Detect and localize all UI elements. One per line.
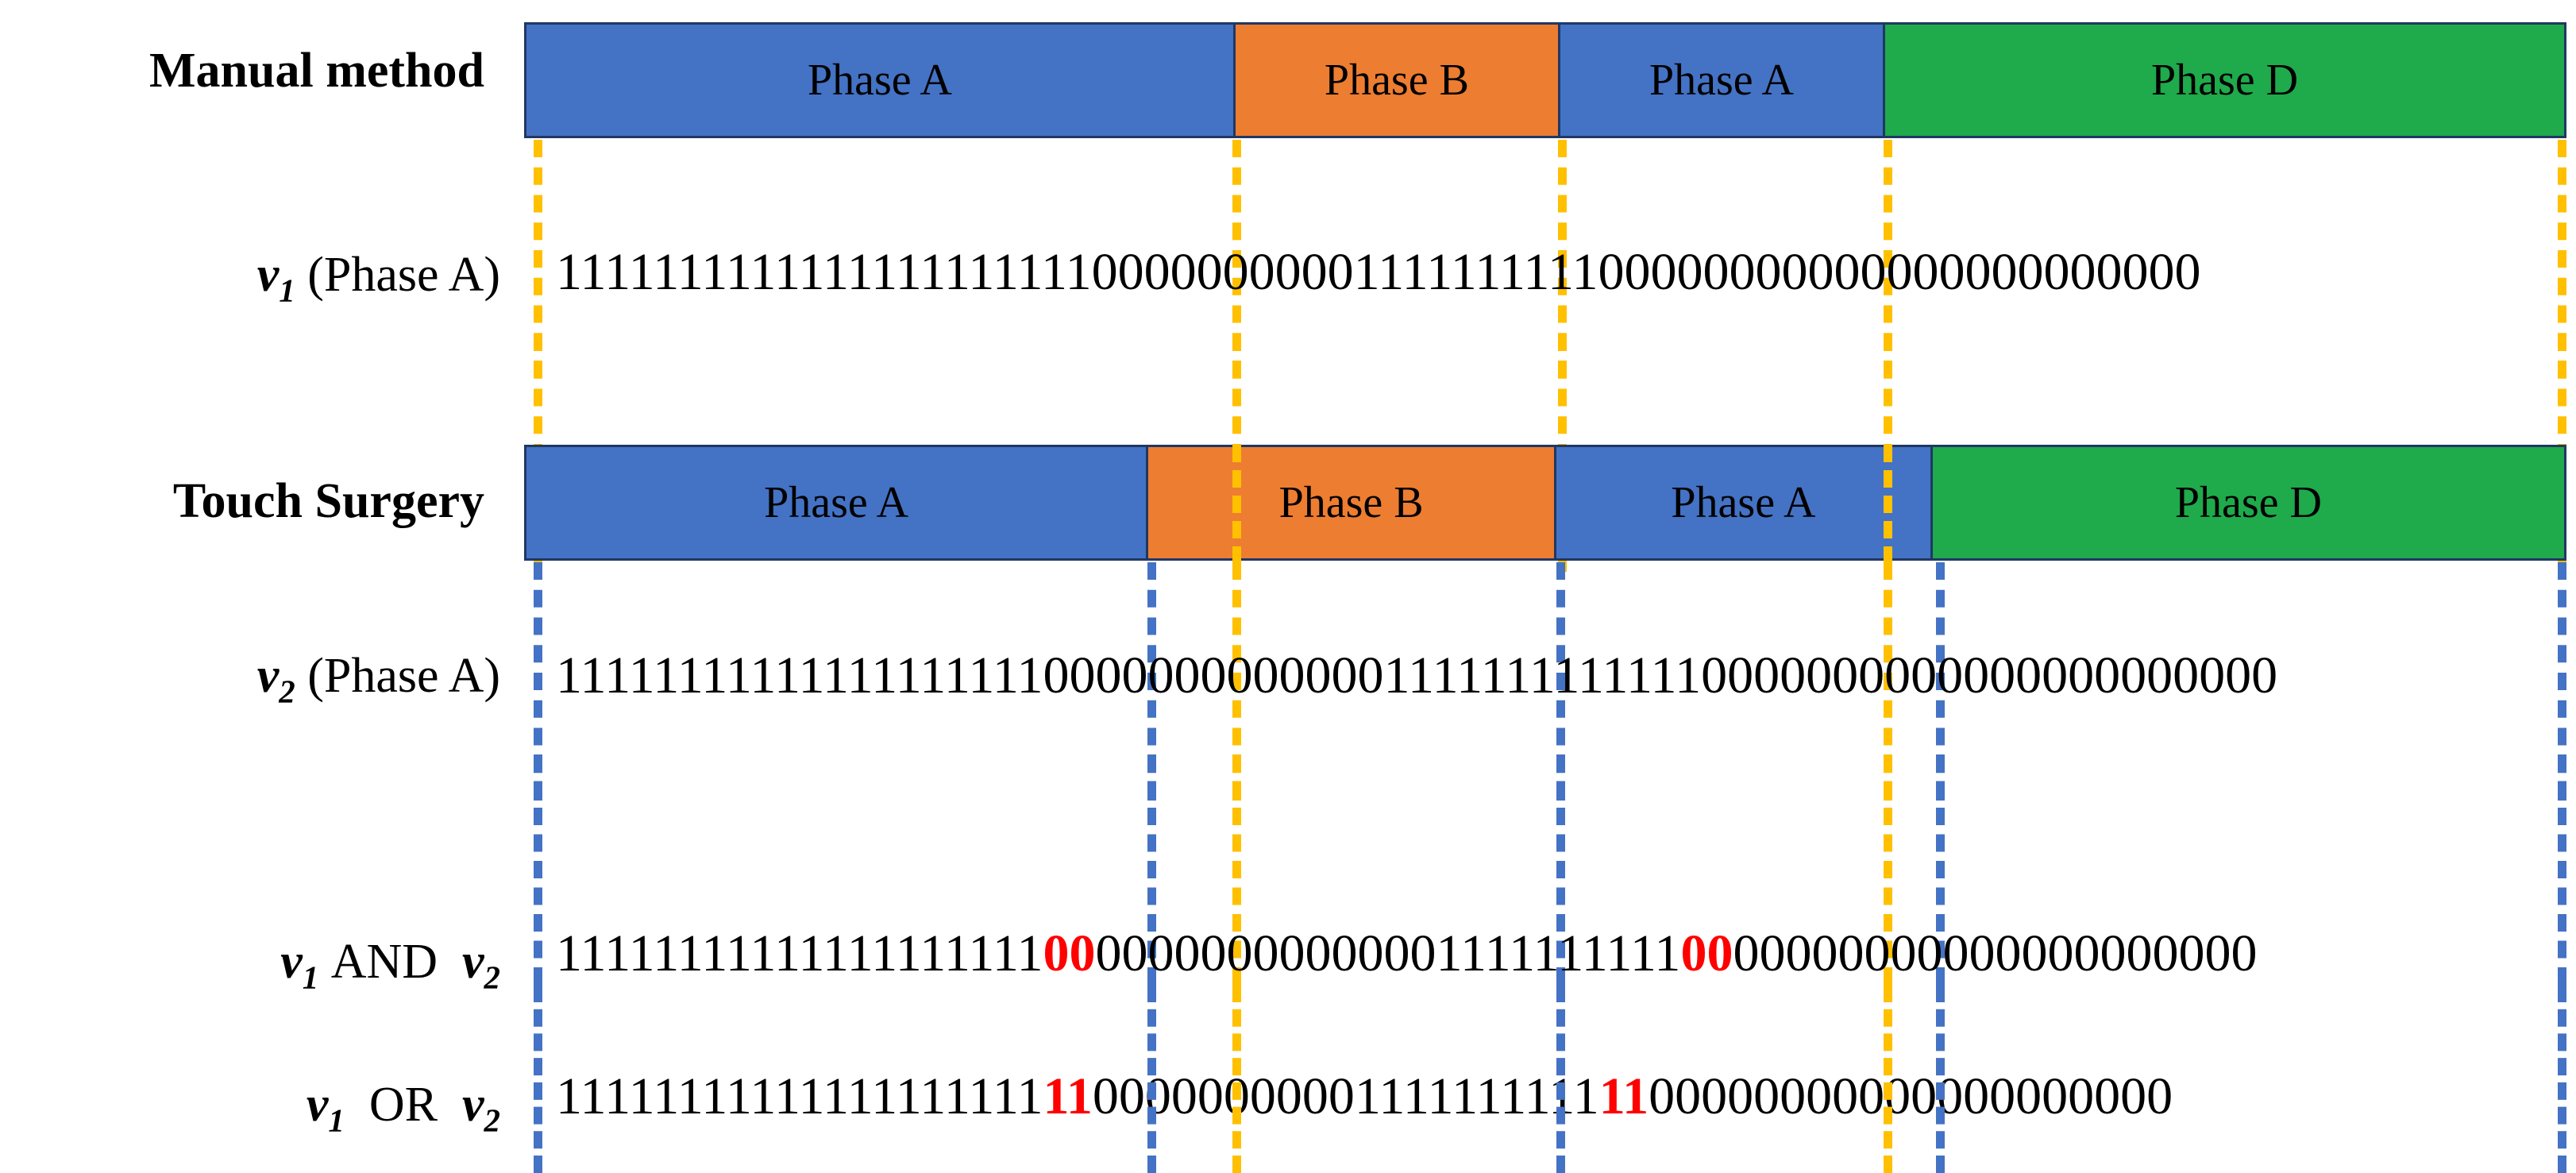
and-bits-part-4-highlighted: 00 (1680, 924, 1733, 982)
v2-label-suffix: (Phase A) (295, 649, 500, 703)
and-variable-2: v (462, 935, 484, 989)
or-bits-part-0: 11111111111111111111 (556, 1067, 1043, 1125)
and-subscript-1: 1 (302, 959, 319, 996)
guide-blue-end-bottom (2558, 985, 2566, 1173)
guide-blue-a-b (1147, 562, 1156, 801)
and-bits-part-0: 11111111111111111111 (556, 924, 1043, 982)
v1-variable-symbol: v (256, 248, 280, 302)
guide-yellow-a-d-overbar (1884, 445, 1892, 564)
touch-segment-label: Phase B (1278, 478, 1424, 527)
and-bits-part-5: 00000000000000000000 (1733, 924, 2258, 982)
manual-segment-label: Phase A (807, 56, 952, 105)
row-label-v2: v2 (Phase A) (8, 651, 500, 708)
or-bits-part-1-highlighted: 11 (1043, 1067, 1093, 1125)
guide-blue-start-bottom (534, 985, 542, 1173)
guide-blue-a-d (1936, 562, 1945, 801)
guide-blue-b-a-mid (1556, 754, 1565, 985)
touch-segment-label: Phase A (1671, 478, 1816, 527)
touch-surgery-phase-bar: Phase A Phase B Phase A Phase D (524, 445, 2566, 561)
or-operator-label: OR (368, 1078, 438, 1132)
manual-segment-phase-a-1: Phase A (526, 25, 1236, 136)
touch-segment-label: Phase D (2174, 478, 2322, 527)
touch-segment-phase-b: Phase B (1148, 447, 1556, 558)
row-label-v1: v1 (Phase A) (8, 250, 500, 307)
v1-label-suffix: (Phase A) (295, 248, 500, 302)
v2-subscript: 2 (279, 673, 295, 710)
guide-yellow-a-d-v2 (1884, 562, 1892, 801)
and-bit-string: 1111111111111111111100000000000000011111… (556, 928, 2257, 980)
row-label-manual-method: Manual method (149, 44, 484, 98)
v1-subscript: 1 (279, 272, 295, 309)
guide-yellow-a-b-mid (1232, 754, 1241, 985)
guide-yellow-a-b-bottom (1232, 985, 1241, 1173)
manual-segment-phase-b: Phase B (1235, 25, 1560, 136)
or-bits-part-4-highlighted: 11 (1598, 1067, 1649, 1125)
touch-segment-phase-a-1: Phase A (526, 447, 1149, 558)
or-bits-part-5: 00000000000000000000 (1649, 1067, 2173, 1125)
row-label-v1-or-v2: v1 OR v2 (8, 1080, 500, 1137)
guide-blue-a-b-bottom (1147, 985, 1156, 1173)
manual-segment-label: Phase A (1649, 56, 1794, 105)
guide-blue-start (534, 562, 542, 801)
v2-bits-text: 1111111111111111111100000000000001111111… (556, 646, 2278, 704)
guide-blue-a-d-mid (1936, 754, 1945, 985)
v1-bit-string: 1111111111111111111111000000000011111111… (556, 246, 2201, 299)
guide-yellow-a-b (1232, 140, 1241, 378)
manual-segment-phase-d: Phase D (1885, 25, 2564, 136)
guide-blue-start-mid (534, 754, 542, 985)
or-bit-string: 1111111111111111111111000000000011111111… (556, 1071, 2173, 1123)
guide-yellow-b-a (1558, 140, 1567, 378)
guide-yellow-a-d-bottom (1884, 985, 1892, 1173)
guide-yellow-a-d-mid (1884, 754, 1892, 985)
v2-bit-string: 1111111111111111111100000000000001111111… (556, 650, 2277, 702)
and-bits-part-3: 1111111111 (1436, 924, 1681, 982)
touch-segment-phase-a-2: Phase A (1556, 447, 1933, 558)
guide-blue-end-mid (2558, 754, 2566, 985)
and-subscript-2: 2 (484, 959, 500, 996)
guide-yellow-a-b-overbar (1232, 445, 1241, 564)
and-operator-label: AND (330, 935, 438, 989)
manual-segment-label: Phase B (1324, 56, 1469, 105)
guide-blue-b-a-bottom (1556, 985, 1565, 1173)
guide-yellow-a-b-v2 (1232, 562, 1241, 801)
v2-variable-symbol: v (256, 649, 280, 703)
and-bits-part-2: 0000000000000 (1095, 924, 1436, 982)
guide-blue-a-d-bottom (1936, 985, 1945, 1173)
manual-segment-phase-a-2: Phase A (1560, 25, 1885, 136)
or-variable-2: v (462, 1078, 484, 1132)
guide-yellow-a-d (1884, 140, 1892, 378)
or-subscript-1: 1 (328, 1102, 345, 1139)
manual-segment-label: Phase D (2150, 56, 2299, 105)
guide-yellow-end (2558, 140, 2566, 378)
and-variable-1: v (280, 935, 303, 989)
manual-method-phase-bar: Phase A Phase B Phase A Phase D (524, 22, 2566, 138)
touch-segment-phase-d: Phase D (1932, 447, 2564, 558)
or-variable-1: v (306, 1078, 329, 1132)
row-label-touch-surgery: Touch Surgery (172, 474, 484, 528)
guide-blue-b-a (1556, 562, 1565, 801)
v1-bits-text: 1111111111111111111111000000000011111111… (556, 243, 2201, 301)
and-bits-part-1-highlighted: 00 (1043, 924, 1096, 982)
or-bits-part-2: 0000000000 (1092, 1067, 1355, 1125)
guide-blue-a-b-mid (1147, 754, 1156, 985)
guide-blue-end (2558, 562, 2566, 801)
touch-segment-label: Phase A (764, 478, 909, 527)
guide-yellow-start (534, 140, 542, 378)
row-label-v1-and-v2: v1 AND v2 (8, 937, 500, 994)
or-subscript-2: 2 (484, 1102, 500, 1139)
